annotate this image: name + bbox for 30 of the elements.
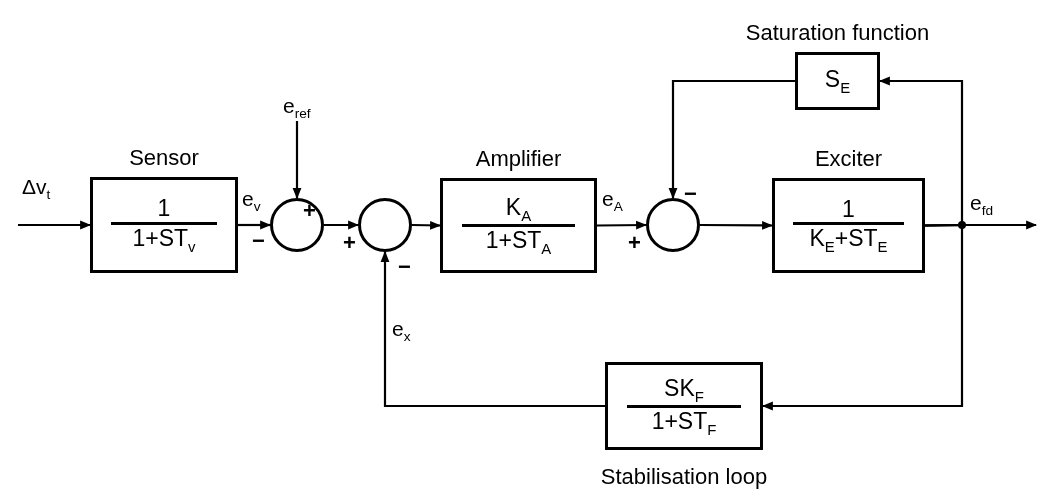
- signal-arrow: [380, 250, 605, 408]
- signal-arrow: [292, 118, 302, 200]
- signal-arrow: [761, 223, 964, 411]
- signal-arrow: [668, 79, 795, 200]
- sign-label: +: [343, 232, 356, 254]
- denominator: 1+ST$_{F}$: [651, 407, 717, 438]
- block-title: Exciter: [813, 146, 884, 172]
- numerator: 1: [842, 195, 855, 223]
- signal-arrow: [597, 220, 648, 230]
- denominator: K$_{E}$+ST$_{E}$: [809, 225, 888, 256]
- signal-arrow: [324, 220, 360, 230]
- block-title: Amplifier: [474, 146, 563, 172]
- denominator: 1+ST$_{A}$: [485, 227, 552, 257]
- numerator: K$_{A}$: [505, 194, 532, 224]
- sign-label: +: [628, 232, 641, 254]
- block-title: Stabilisation loop: [599, 464, 769, 490]
- block-gain: S$_{E}$: [824, 66, 851, 96]
- sign-label: +: [303, 200, 316, 222]
- sign-label: −: [684, 183, 697, 205]
- numerator: 1: [157, 195, 171, 222]
- block-title: Sensor: [128, 145, 200, 171]
- numerator: SK$_{F}$: [664, 374, 704, 405]
- block-title: Saturation function: [744, 20, 931, 46]
- signal-arrow: [700, 221, 774, 230]
- denominator: 1+ST$_{v}$: [132, 224, 196, 255]
- signal-arrow: [238, 220, 272, 230]
- signal-arrow: [412, 220, 442, 230]
- sign-label: −: [398, 256, 411, 278]
- signal-arrow: [18, 220, 92, 230]
- sign-label: −: [252, 230, 265, 252]
